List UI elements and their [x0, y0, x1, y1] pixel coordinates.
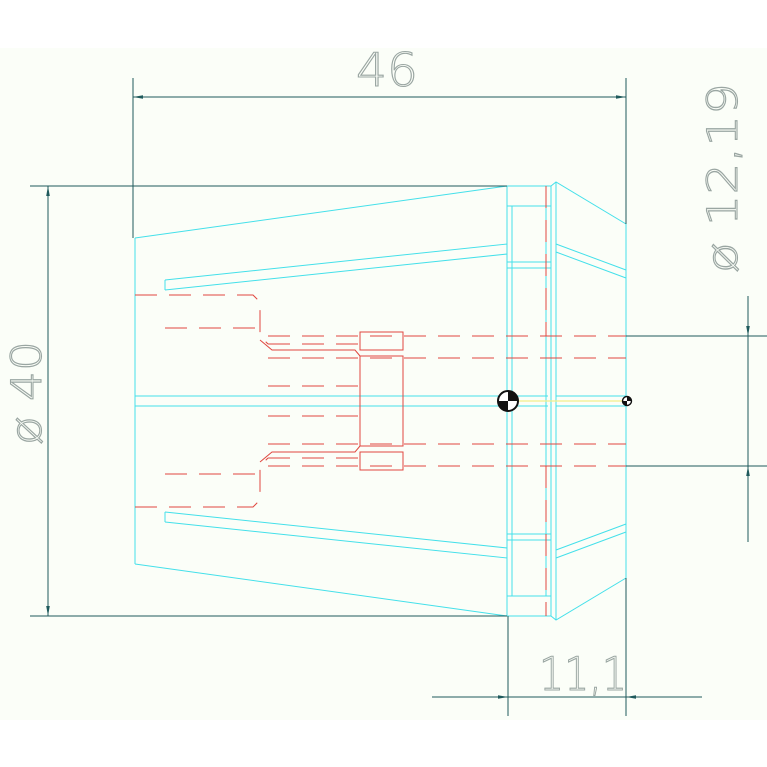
thread-chamfer-bottom [259, 445, 361, 463]
nose-slot-top [555, 243, 627, 279]
tip-point-symbol [621, 395, 633, 407]
thread-core [359, 355, 404, 447]
body-top-taper [134, 185, 508, 239]
length-dimension-text: 46 [356, 43, 418, 97]
rear-counterbore-bottom [135, 457, 269, 508]
thread-pocket-top [359, 331, 404, 351]
outer-diameter-text: ø 40 [2, 341, 51, 445]
dimension-annotations: 46 ø 40 ø 12,19 11,1 [1, 42, 767, 716]
drawing-sheet [0, 48, 767, 720]
nose-slot-bottom [555, 523, 627, 559]
nose-length-text: 11,1 [539, 647, 627, 701]
hidden-bore-lines [135, 186, 626, 616]
bore-diameter-text: ø 12,19 [698, 83, 747, 273]
thread-pocket-bottom [359, 451, 404, 471]
body-bottom-taper [134, 563, 508, 617]
collet-outline [134, 181, 627, 621]
rear-counterbore-top [135, 294, 269, 345]
thread-chamfer-top [259, 339, 361, 357]
centre-of-gravity-symbol [497, 390, 519, 412]
